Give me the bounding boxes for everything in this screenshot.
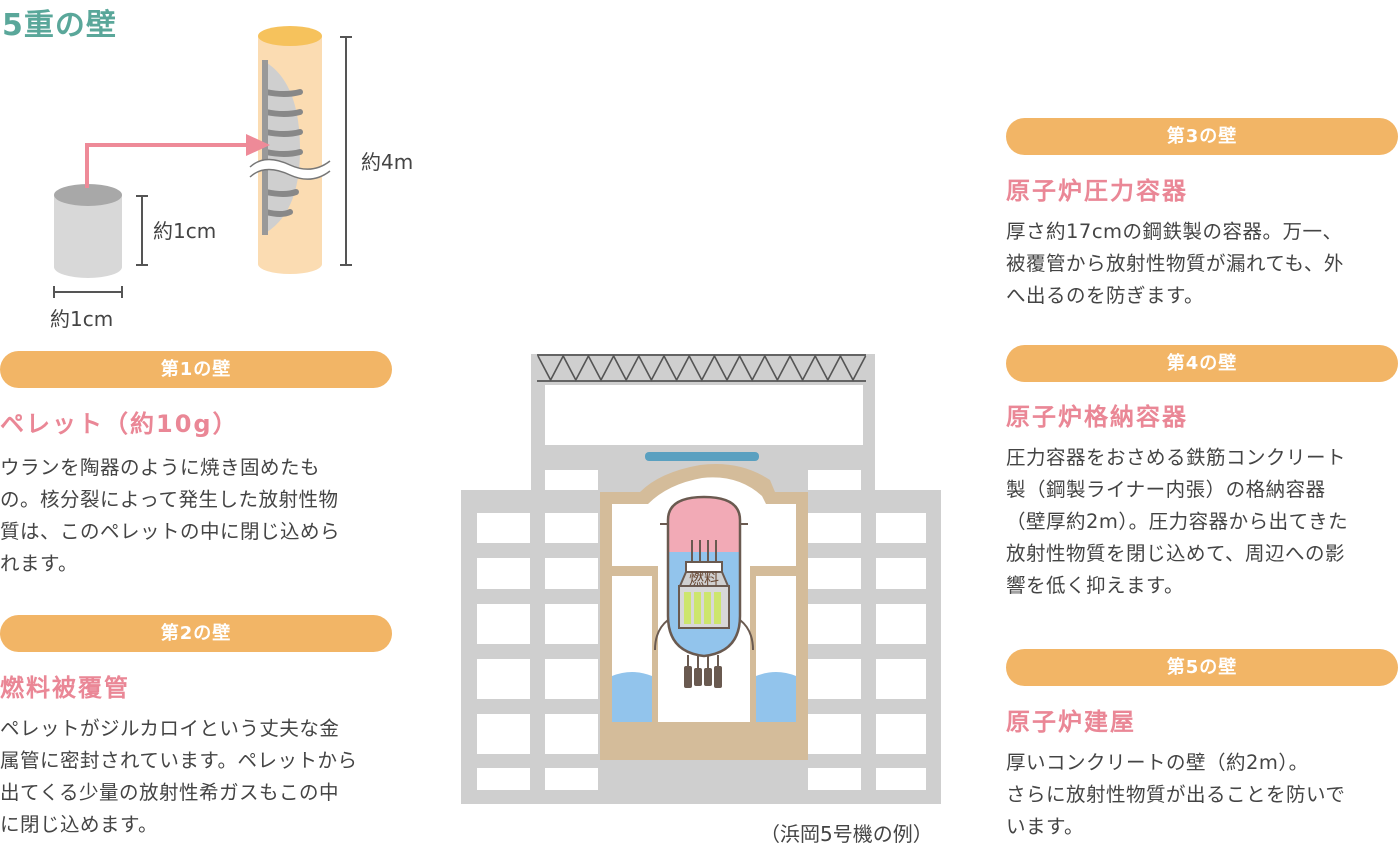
wall-3-badge: 第3の壁 <box>1006 118 1398 155</box>
fuel-label: 燃料 <box>689 570 719 588</box>
wall-4-description: 圧力容器をおさめる鉄筋コンクリート 製（鋼製ライナー内張）の格納容器 （壁厚約2… <box>1006 446 1349 597</box>
pellet-illustration <box>54 184 122 278</box>
wall-2-description: ペレットがジルカロイという丈夫な金 属管に密封されています。ペレットから 出てく… <box>0 717 358 836</box>
wall-2-name: 燃料被覆管 <box>0 674 130 702</box>
wall-3-description: 厚さ約17cmの鋼鉄製の容器。万一、 被覆管から放射性物質が漏れても、外 へ出る… <box>1006 220 1344 307</box>
wall-1-name: ペレット（約10g） <box>0 410 239 438</box>
wall-4-badge: 第4の壁 <box>1006 345 1398 382</box>
pressure-vessel: 燃料 <box>654 495 754 688</box>
reactor-caption: （浜岡5号機の例） <box>760 822 933 844</box>
wall-5-badge: 第5の壁 <box>1006 649 1398 686</box>
wall-2-badge: 第2の壁 <box>0 615 392 652</box>
wall-1-badge: 第1の壁 <box>0 351 392 388</box>
rod-length-dimension <box>340 36 352 266</box>
wall-3-name: 原子炉圧力容器 <box>1006 177 1188 205</box>
fuel-rod-illustration <box>246 26 333 274</box>
wall-4-name: 原子炉格納容器 <box>1006 403 1188 431</box>
wall-5-name: 原子炉建屋 <box>1006 708 1136 736</box>
pellet-width-dimension <box>53 286 123 298</box>
rod-length-label: 約4m <box>361 150 414 174</box>
pellet-height-dimension <box>136 195 148 266</box>
pellet-height-label: 約1cm <box>153 219 217 243</box>
page-title: 5重の壁 <box>2 8 117 43</box>
wall-5-description: 厚いコンクリートの壁（約2m）。 さらに放射性物質が出ることを防いで います。 <box>1006 751 1346 838</box>
wall-1-description: ウランを陶器のように焼き固めたも の。核分裂によって発生した放射性物 質は、この… <box>0 456 341 575</box>
pellet-width-label: 約1cm <box>50 307 114 331</box>
pellet-to-rod-arrow <box>85 134 270 188</box>
